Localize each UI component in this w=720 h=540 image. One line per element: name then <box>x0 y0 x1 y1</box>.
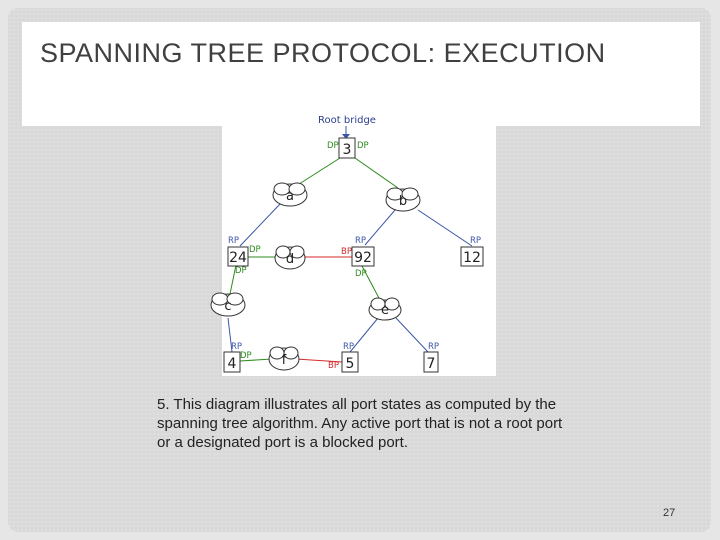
lan-label-f: f <box>282 353 287 368</box>
lan-labels: a b c d e f <box>224 189 407 368</box>
bridge-id-3: 3 <box>343 142 352 158</box>
link-b-12 <box>417 209 473 247</box>
port-dp: DP <box>235 266 247 276</box>
lan-label-d: d <box>286 252 294 267</box>
port-bp: BP <box>328 361 339 371</box>
link-e-5 <box>349 317 379 353</box>
bridge-box-24 <box>227 246 249 267</box>
lan-label-e: e <box>381 303 389 318</box>
bridge-box-7 <box>423 351 439 373</box>
link-4-f <box>239 358 273 362</box>
slide-title: SPANNING TREE PROTOCOL: EXECUTION <box>40 38 606 68</box>
page-number: 27 <box>663 507 676 519</box>
lan-label-a: a <box>286 189 294 204</box>
link-c-4 <box>227 317 233 353</box>
bridge-box-12 <box>460 246 484 267</box>
port-rp: RP <box>228 236 239 246</box>
bridge-ids: 3 24 92 12 4 5 7 <box>228 142 481 372</box>
bridge-box-92 <box>351 246 375 267</box>
link-3-b <box>354 157 399 189</box>
bridge-box-5 <box>341 351 359 373</box>
diagram-panel <box>222 108 496 376</box>
lan-e <box>368 297 402 321</box>
link-e-7 <box>395 317 429 353</box>
lan-label-b: b <box>399 194 407 209</box>
port-rp: RP <box>343 342 354 352</box>
port-dp: DP <box>355 269 367 279</box>
link-92-e <box>361 265 381 301</box>
port-dp: DP <box>240 351 252 361</box>
lan-d <box>274 245 306 270</box>
link-3-a <box>295 157 341 187</box>
link-24-c <box>229 264 237 295</box>
lan-a <box>272 182 308 207</box>
port-labels: DP DP RP DP DP RP BP DP RP RP DP RP BP R… <box>228 141 481 371</box>
bridge-box-3 <box>338 137 356 159</box>
lan-b <box>385 187 421 212</box>
root-arrow-head <box>342 134 350 139</box>
lan-label-c: c <box>224 299 231 314</box>
link-a-24 <box>239 203 281 247</box>
bridge-id-24: 24 <box>229 250 247 266</box>
port-dp: DP <box>327 141 339 151</box>
port-rp: RP <box>231 342 242 352</box>
bridge-id-92: 92 <box>354 250 372 266</box>
port-dp: DP <box>249 245 261 255</box>
bridges <box>223 137 484 373</box>
lans <box>210 182 421 371</box>
bridge-id-12: 12 <box>463 250 481 266</box>
port-rp: RP <box>470 236 481 246</box>
lan-f <box>268 346 300 371</box>
port-dp: DP <box>357 141 369 151</box>
root-bridge-label: Root bridge <box>318 115 376 126</box>
port-rp: RP <box>428 342 439 352</box>
bridge-id-4: 4 <box>228 356 237 372</box>
bridge-box-4 <box>223 351 241 373</box>
link-f-5 <box>295 358 343 363</box>
bridge-id-7: 7 <box>427 356 436 372</box>
link-b-92 <box>364 209 396 246</box>
lan-c <box>210 292 246 317</box>
port-bp: BP <box>341 247 352 257</box>
links <box>227 157 473 363</box>
bridge-id-5: 5 <box>346 356 355 372</box>
port-rp: RP <box>355 236 366 246</box>
caption-text: 5. This diagram illustrates all port sta… <box>157 396 563 451</box>
